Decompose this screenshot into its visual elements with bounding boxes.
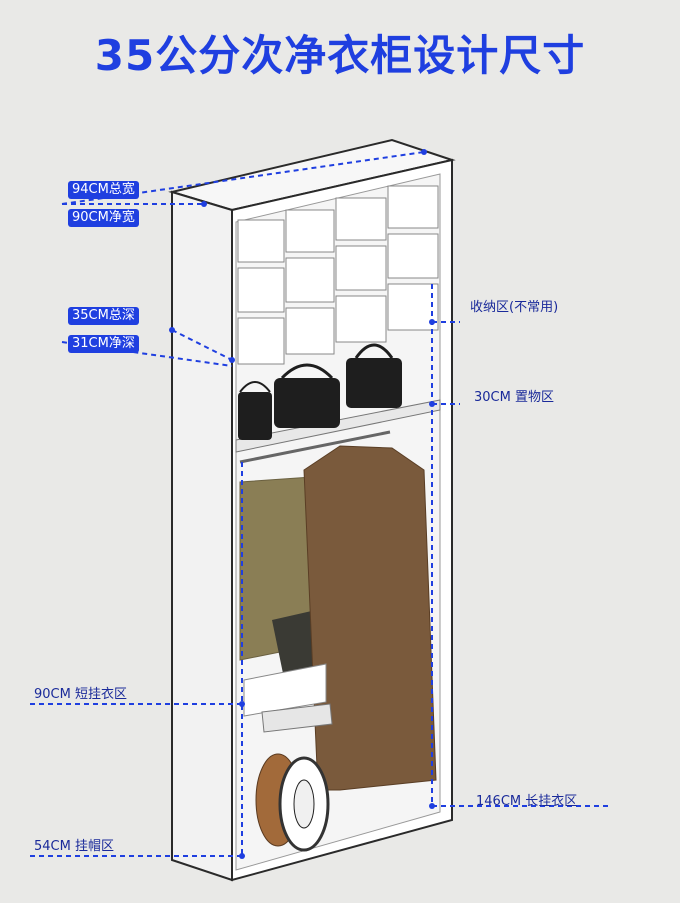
dimension-dots [169, 149, 435, 859]
label-shelf-zone: 30CM 置物区 [474, 390, 554, 405]
hats [255, 753, 330, 852]
storage-boxes [237, 185, 439, 365]
cabinet-side-left [171, 190, 233, 882]
label-short-hang: 90CM 短挂衣区 [34, 687, 127, 702]
page-title: 35公分次净衣柜设计尺寸 [94, 31, 586, 80]
label-total-depth: 35CM总深 [68, 307, 139, 325]
label-net-width: 90CM净宽 [68, 209, 139, 227]
hanging-rod [239, 430, 391, 464]
label-hat-zone: 54CM 挂帽区 [34, 839, 114, 854]
label-storage-zone: 收纳区(不常用) [470, 300, 559, 315]
label-total-width: 94CM总宽 [68, 181, 139, 199]
handbags [238, 343, 402, 440]
long-coat [303, 445, 437, 791]
hat-rack [261, 703, 333, 733]
label-long-hang: 146CM 长挂衣区 [476, 794, 578, 809]
label-net-depth: 31CM净深 [68, 335, 139, 353]
